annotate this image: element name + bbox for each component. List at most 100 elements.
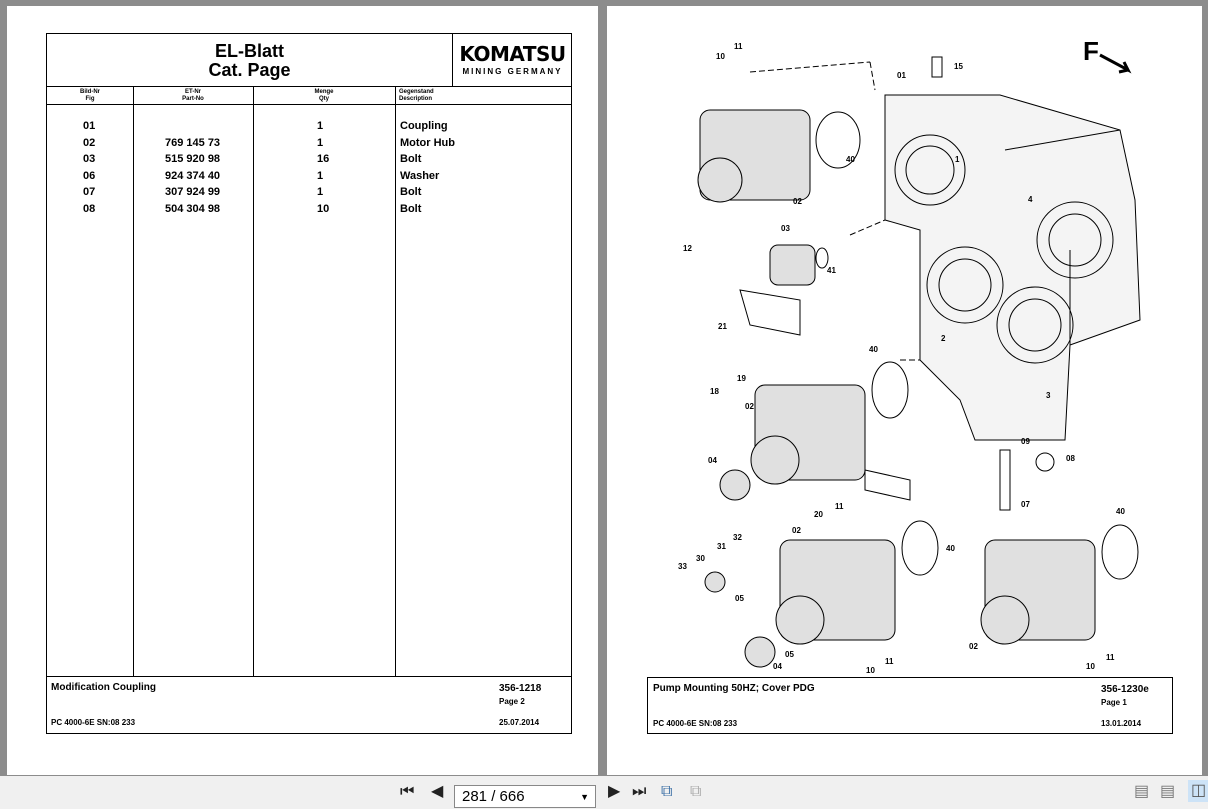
callout-label: 11 [835, 502, 844, 511]
callout-label: 33 [678, 562, 687, 571]
callout-label: 32 [733, 533, 742, 542]
callout-label: 09 [1021, 437, 1030, 446]
callout-label: 31 [717, 542, 726, 551]
callout-label: 4 [1028, 195, 1033, 204]
row-fig: 08 [83, 202, 96, 215]
next-page-button[interactable]: ▶ [608, 783, 621, 800]
callout-label: 10 [866, 666, 875, 675]
first-page-button[interactable]: ⏮ [400, 783, 415, 800]
row-qty: 1 [317, 186, 324, 198]
callout-label: 02 [793, 197, 802, 206]
table-row: 07 307 924 99 1 Bolt [47, 186, 571, 202]
callout-label: 40 [846, 155, 855, 164]
next-view-icon[interactable]: ⧉ [690, 783, 702, 800]
callout-label: 21 [718, 322, 727, 331]
row-description: Coupling [400, 120, 448, 132]
callout-label: 05 [785, 650, 794, 659]
previous-page-button[interactable]: ◀ [431, 783, 444, 800]
footer-model: PC 4000-6E SN:08 233 [653, 719, 738, 728]
callout-label: 10 [1086, 662, 1095, 671]
chevron-down-icon[interactable]: ▼ [580, 792, 589, 802]
table-row: 08 504 304 98 10 Bolt [47, 203, 571, 219]
row-part-no: 769 145 73 [165, 136, 221, 149]
header-title: EL-Blatt [215, 41, 284, 61]
header-subtitle: Cat. Page [208, 60, 291, 80]
footer-model: PC 4000-6E SN:08 233 [51, 718, 136, 727]
row-description: Bolt [400, 202, 422, 215]
facing-pages-view-icon[interactable]: ◫ [1188, 780, 1208, 802]
callout-label: 04 [708, 456, 717, 465]
row-qty: 10 [317, 202, 330, 215]
row-description: Bolt [400, 153, 422, 165]
footer-number: 356-1218 [499, 683, 542, 694]
callout-label: 15 [954, 62, 963, 71]
continuous-view-icon[interactable]: ▤ [1160, 783, 1176, 800]
footer-page: Page 1 [1101, 698, 1127, 707]
callout-label: 04 [773, 662, 782, 671]
left-footer: Modification Coupling 356-1218 Page 2 PC… [46, 677, 572, 734]
previous-view-icon[interactable]: ⧉ [661, 783, 673, 800]
callout-label: 1 [955, 155, 960, 164]
callout-label: 08 [1066, 454, 1075, 463]
callout-label: 03 [781, 224, 790, 233]
row-part-no: 515 920 98 [165, 153, 221, 165]
page-number-input[interactable]: 281 / 666▼ [454, 785, 596, 808]
row-qty: 1 [317, 120, 324, 132]
table-row: 06 924 374 40 1 Washer [47, 170, 571, 186]
callout-label: 07 [1021, 500, 1030, 509]
row-fig: 01 [83, 120, 96, 132]
row-part-no: 307 924 99 [165, 186, 221, 198]
row-fig: 03 [83, 153, 96, 165]
row-fig: 07 [83, 186, 96, 198]
left-page [7, 6, 598, 775]
callout-label: 02 [969, 642, 978, 651]
callout-label: 40 [946, 544, 955, 553]
last-page-button[interactable]: ⏭ [632, 783, 647, 800]
callout-label: 11 [734, 42, 743, 51]
row-description: Bolt [400, 186, 422, 198]
footer-title: Pump Mounting 50HZ; Cover PDG [653, 683, 815, 694]
row-part-no: 924 374 40 [165, 169, 221, 182]
callout-label: 2 [941, 334, 946, 343]
callout-label: 41 [827, 266, 836, 275]
table-row: 03 515 920 98 16 Bolt [47, 153, 571, 169]
callout-label: 02 [792, 526, 801, 535]
callout-label: 02 [745, 402, 754, 411]
callout-label: 11 [1106, 653, 1115, 662]
callout-label: 40 [869, 345, 878, 354]
callout-label: 10 [716, 52, 725, 61]
row-description: Washer [400, 169, 440, 182]
row-qty: 1 [317, 169, 324, 182]
row-qty: 16 [317, 153, 330, 165]
callout-label: 19 [737, 374, 746, 383]
row-fig: 06 [83, 169, 96, 182]
callout-label: 40 [1116, 507, 1125, 516]
single-page-view-icon[interactable]: ▤ [1134, 783, 1150, 800]
callout-label: 05 [735, 594, 744, 603]
table-row: 01 1 Coupling [47, 120, 571, 136]
footer-number: 356-1230e [1101, 684, 1149, 695]
footer-date: 13.01.2014 [1101, 719, 1142, 728]
right-footer: Pump Mounting 50HZ; Cover PDG 356-1230e … [647, 677, 1173, 734]
row-part-no: 504 304 98 [165, 202, 221, 215]
row-fig: 02 [83, 136, 96, 149]
viewer-toolbar: ⏮ ◀ ▶ ⏭ ⧉ ⧉ ▤ ▤ ◫ [0, 776, 1208, 809]
direction-arrow-icon [1099, 53, 1132, 74]
direction-label: F [1083, 36, 1099, 66]
callout-label: 20 [814, 510, 823, 519]
row-qty: 1 [317, 136, 324, 149]
callout-label: 11 [885, 657, 894, 666]
callout-label: 18 [710, 387, 719, 396]
callout-label: 12 [683, 244, 692, 253]
callout-label: 30 [696, 554, 705, 563]
footer-page: Page 2 [499, 697, 525, 706]
callout-label: 3 [1046, 391, 1051, 400]
